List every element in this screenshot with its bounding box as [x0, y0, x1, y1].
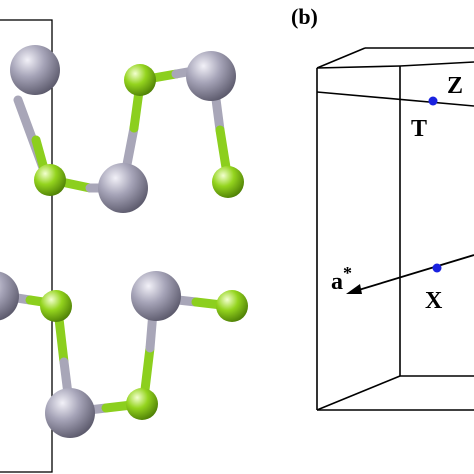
large-atom [10, 45, 60, 95]
small-atom [216, 290, 248, 322]
panel-a-structure [0, 19, 248, 473]
small-atom [124, 64, 156, 96]
kpoint-t-dot [428, 96, 438, 106]
atoms [0, 45, 248, 438]
reciprocal-axis-a-star: a* [331, 254, 474, 295]
axis-superscript: * [343, 263, 352, 283]
box-edge [316, 375, 401, 411]
small-atom [212, 166, 244, 198]
large-atom [98, 163, 148, 213]
axis-base: a [331, 269, 343, 295]
panel-b-label: (b) [291, 4, 318, 29]
kpoints: T Z X [411, 73, 463, 314]
axis-line [351, 254, 474, 293]
box-edge [316, 65, 401, 69]
kpoint-x-dot [432, 263, 442, 273]
large-atom [45, 388, 95, 438]
large-atom [0, 271, 19, 321]
large-atom [186, 51, 236, 101]
kpoint-t-label: T [411, 116, 427, 142]
kpoint-x-label: X [425, 288, 443, 314]
small-atom [34, 164, 66, 196]
panel-b-brillouin-zone: (b) a* T Z [291, 4, 474, 411]
unit-cell-outline [0, 19, 53, 473]
small-atom [126, 388, 158, 420]
box-edge [316, 91, 474, 107]
large-atom [131, 271, 181, 321]
brillouin-box [316, 47, 474, 411]
axis-arrowhead [346, 284, 362, 294]
axis-label: a* [331, 263, 352, 295]
box-edge [399, 61, 474, 67]
box-edge [316, 47, 366, 69]
bonds [0, 63, 235, 417]
kpoint-z-label: Z [447, 73, 463, 99]
small-atom [40, 290, 72, 322]
